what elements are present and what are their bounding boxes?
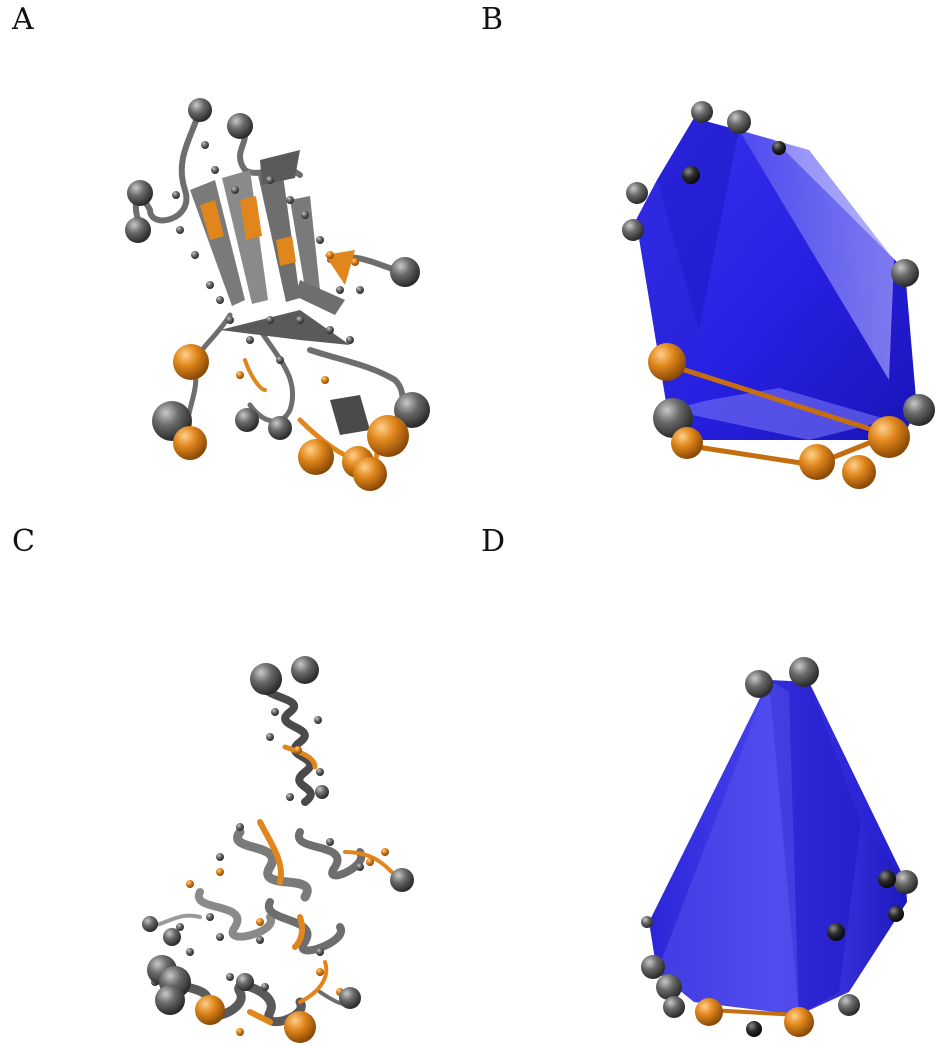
convex-hull-d — [641, 657, 918, 1037]
panel-a: A — [0, 0, 469, 522]
panel-b: B — [469, 0, 938, 522]
panel-c: C — [0, 522, 469, 1044]
convex-hull-b — [622, 101, 935, 489]
panel-label-b: B — [481, 2, 504, 37]
panel-label-a: A — [12, 2, 34, 37]
protein-ribbon-c — [142, 656, 414, 1043]
panel-d: D — [469, 522, 938, 1044]
panel-label-c: C — [12, 524, 35, 559]
protein-ribbon-a — [125, 98, 430, 491]
panel-label-d: D — [481, 524, 506, 559]
